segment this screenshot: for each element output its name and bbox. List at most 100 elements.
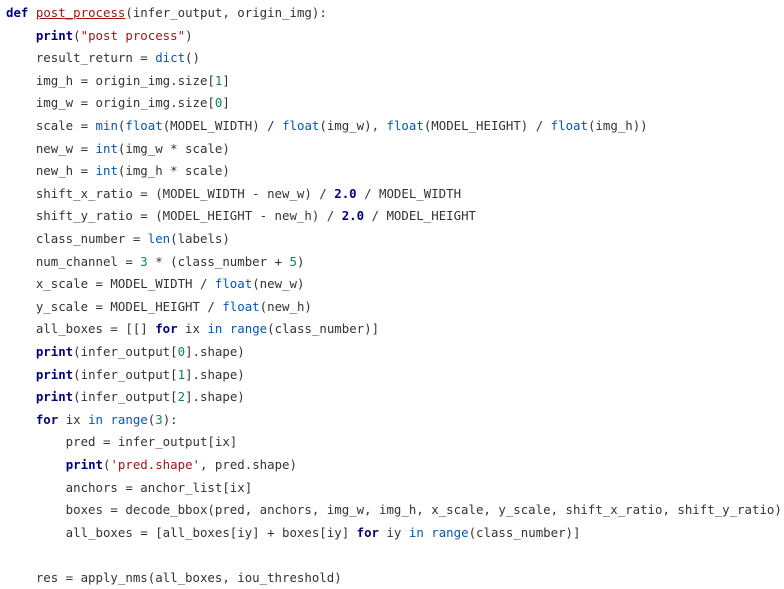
code-token: int [95, 140, 118, 156]
code-line: new_w = int(img_w * scale) [6, 138, 230, 160]
code-token: y_scale = MODEL_HEIGHT / [6, 298, 223, 314]
code-line: print("post process") [6, 25, 193, 47]
code-token [6, 367, 36, 382]
code-token: (infer_output[ [73, 389, 178, 405]
code-token: img_w = origin_img.size[ [6, 95, 215, 111]
code-line: y_scale = MODEL_HEIGHT / float(new_h) [6, 296, 312, 318]
code-token: for [155, 321, 178, 337]
code-token: float [550, 118, 588, 133]
code-token: anchors = anchor_list[ix] [6, 479, 253, 495]
code-token: shift_y_ratio = (MODEL_HEIGHT - new_h) / [6, 208, 342, 224]
code-token: , pred.shape) [200, 457, 297, 472]
code-token: ] [222, 72, 230, 88]
code-token: 2 [177, 389, 186, 405]
code-line: scale = min(float(MODEL_WIDTH) / float(i… [6, 115, 648, 137]
code-token: (img_w), [319, 118, 387, 133]
code-token: all_boxes = [all_boxes[iy] + boxes[iy] [6, 524, 357, 540]
code-token: float [222, 298, 260, 314]
code-token: (class_number)] [267, 321, 380, 337]
code-token: ] [222, 95, 230, 111]
code-line: print(infer_output[0].shape) [6, 341, 245, 363]
code-line: result_return = dict() [6, 47, 200, 69]
code-token: (new_w) [252, 276, 305, 292]
code-token: 1 [177, 366, 186, 382]
code-token [6, 344, 36, 359]
code-token: ): [162, 411, 178, 427]
code-line: pred = infer_output[ix] [6, 431, 238, 453]
code-token: (class_number)] [468, 524, 581, 540]
code-token: dict [155, 50, 186, 66]
code-token: ].shape) [185, 389, 245, 405]
code-token: post_process [35, 5, 126, 20]
code-token: ) [296, 253, 305, 269]
code-line: print(infer_output[2].shape) [6, 386, 245, 408]
code-token: result_return = [6, 50, 156, 66]
code-token: 0 [214, 95, 223, 111]
code-line: print('pred.shape', pred.shape) [6, 454, 297, 476]
code-line: anchors = anchor_list[ix] [6, 477, 253, 499]
code-token: in [88, 411, 103, 427]
code-token: (img_w * scale) [117, 140, 230, 156]
code-line: all_boxes = [all_boxes[iy] + boxes[iy] f… [6, 522, 581, 544]
code-token: in [408, 524, 424, 540]
code-token: (infer_output, origin_img): [125, 5, 327, 20]
code-token: num_channel = [6, 253, 141, 269]
code-token: ix [177, 321, 208, 337]
code-line: img_w = origin_img.size[0] [6, 92, 230, 114]
code-token: new_w = [6, 140, 96, 156]
code-token: res = apply_nms(all_boxes, iou_threshold… [6, 570, 342, 585]
code-token: print [35, 27, 74, 43]
code-line: shift_y_ratio = (MODEL_HEIGHT - new_h) /… [6, 205, 476, 227]
code-token: ( [117, 118, 126, 133]
code-token: shift_x_ratio = (MODEL_WIDTH - new_w) / [6, 185, 335, 201]
code-token: img_h = origin_img.size[ [6, 72, 215, 88]
code-line: all_boxes = [[] for ix in range(class_nu… [6, 318, 379, 340]
code-token: (img_h)) [587, 118, 648, 133]
code-line: for ix in range(3): [6, 409, 178, 431]
code-token: ].shape) [185, 366, 245, 382]
code-token: 1 [214, 72, 223, 88]
code-token [222, 321, 229, 336]
code-token: () [185, 50, 200, 66]
code-token: (labels) [170, 231, 230, 246]
code-token: / MODEL_HEIGHT [364, 208, 476, 224]
code-token: 3 [155, 411, 163, 427]
code-token: ( [73, 27, 81, 43]
code-token: 'pred.shape' [110, 457, 200, 472]
code-line: shift_x_ratio = (MODEL_WIDTH - new_w) / … [6, 183, 461, 205]
code-token: * (class_number + [147, 253, 290, 269]
code-token: 5 [289, 253, 297, 269]
code-token: new_h = [6, 163, 96, 179]
code-token: ix [58, 411, 89, 427]
code-token [6, 389, 36, 404]
code-token: float [282, 118, 320, 133]
code-token: float [386, 118, 424, 133]
code-token: 3 [140, 253, 148, 269]
code-token: print [35, 389, 74, 405]
code-token: (infer_output[ [73, 366, 178, 382]
code-token: boxes = decode_bbox(pred, anchors, img_w… [6, 502, 782, 518]
code-token: "post process" [80, 27, 186, 43]
code-token: len [147, 231, 171, 246]
code-token: (infer_output[ [73, 344, 178, 359]
code-token: (img_h * scale) [117, 163, 230, 179]
code-line: new_h = int(img_h * scale) [6, 160, 230, 182]
code-token: ( [103, 457, 111, 472]
code-token: in [207, 321, 223, 337]
code-token: class_number = [6, 231, 148, 246]
code-token: ( [147, 411, 156, 427]
code-line: num_channel = 3 * (class_number + 5) [6, 251, 305, 273]
code-token: 2.0 [334, 185, 357, 201]
code-token: (MODEL_HEIGHT) / [423, 118, 551, 133]
code-token [6, 412, 36, 427]
code-line: print(infer_output[1].shape) [6, 364, 245, 386]
code-token [6, 28, 36, 43]
code-token: iy [379, 524, 409, 540]
code-token: / MODEL_WIDTH [356, 185, 462, 201]
code-token: ) [185, 27, 193, 43]
code-token: print [35, 366, 74, 382]
code-token: pred = infer_output[ix] [6, 434, 238, 450]
code-line: x_scale = MODEL_WIDTH / float(new_w) [6, 273, 305, 295]
code-token: ].shape) [185, 344, 245, 359]
